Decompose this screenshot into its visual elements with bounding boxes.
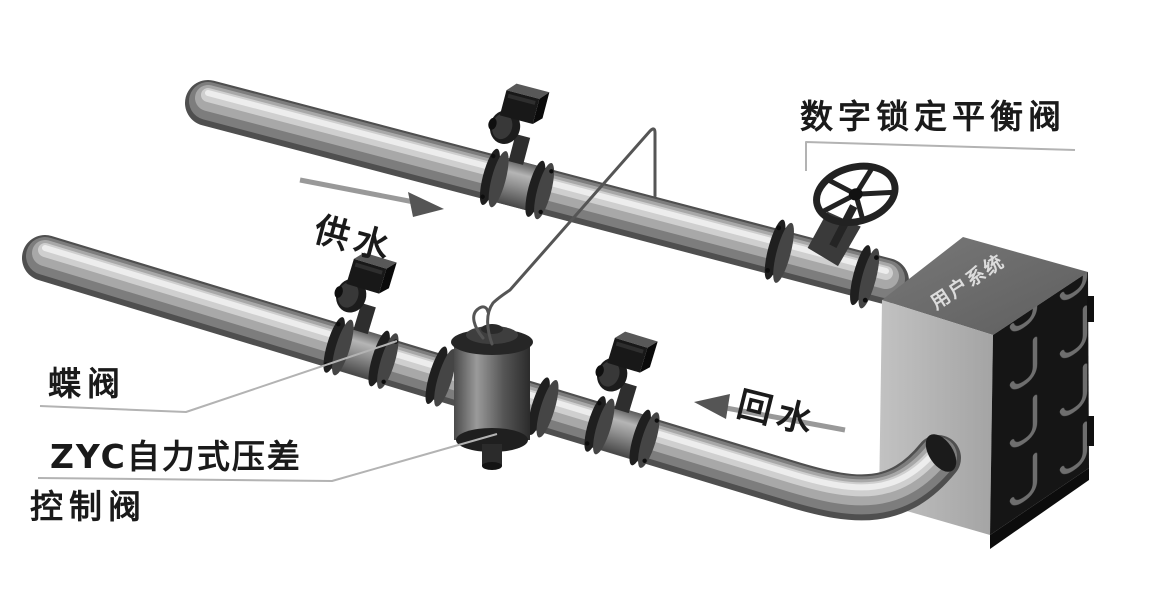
box-louver-pattern [990,272,1089,535]
leader-butterfly-valve [39,340,398,413]
return-arrow-head-icon [694,394,730,419]
box-edge-tab [1087,296,1094,322]
box-bottom-lip [990,468,1089,549]
return-pipe-end [925,434,957,472]
balance-valve-label: 数字锁定平衡阀 [800,97,1066,136]
box-top-face [882,237,1088,335]
butterfly-valve-label: 蝶阀 [48,364,126,403]
supply-flow-arrow [299,177,444,217]
return-flow-arrow [694,394,846,433]
supply-arrow-head-icon [408,192,444,217]
box-edge-tab [1087,416,1094,446]
zyc-valve-label-line1: ZYC自力式压差 [50,437,302,476]
zyc-valve [421,324,563,470]
leader-balance-valve [805,141,1076,171]
capillary-tube [472,127,657,346]
leader-zyc-valve [37,433,498,482]
return-water-label: 回水 [733,385,822,444]
return-pipe [45,248,963,497]
zyc-valve-label-line2: 控制阀 [30,487,147,526]
